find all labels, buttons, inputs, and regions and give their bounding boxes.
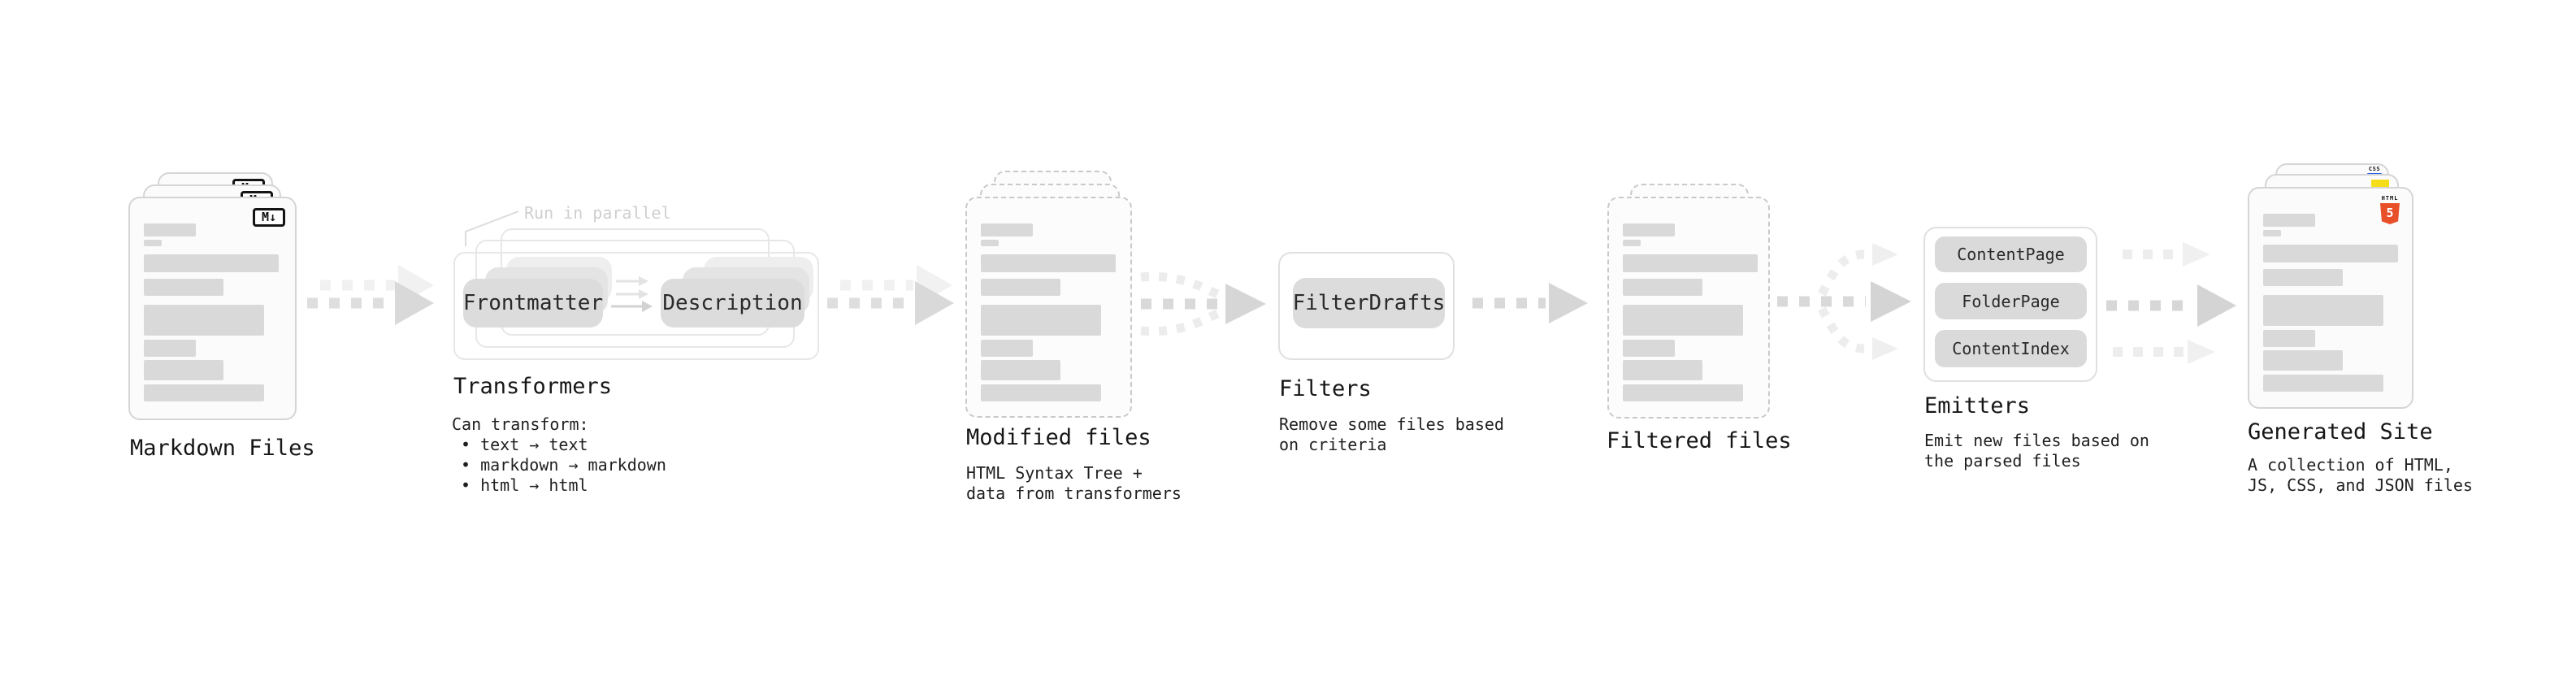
contentindex-pill: ContentIndex [1935, 330, 2087, 367]
contentpage-pill: ContentPage [1935, 236, 2087, 272]
stage-title-markdown-files: Markdown Files [130, 436, 315, 461]
modified-file-card-front [965, 197, 1132, 418]
frontmatter-pill: Frontmatter [463, 279, 603, 327]
folderpage-pill: FolderPage [1935, 283, 2087, 319]
stage-title-generated-site: Generated Site [2248, 419, 2433, 445]
caption-line: Remove some files based [1279, 414, 1504, 434]
transformers-caption: Can transform: • text → text • markdown … [452, 414, 666, 496]
generated-site-caption: A collection of HTML, JS, CSS, and JSON … [2248, 455, 2473, 496]
caption-line: HTML Syntax Tree + [966, 463, 1143, 483]
caption-line: Emit new files based on [1924, 431, 2149, 450]
stage-title-modified-files: Modified files [966, 425, 1151, 450]
arrow-filters-to-filtered [1472, 283, 1588, 323]
arrow-filtered-to-emitters [1777, 243, 1911, 360]
caption-line: • text → text [461, 435, 588, 454]
filters-caption: Remove some files based on criteria [1279, 414, 1504, 455]
stage-title-emitters: Emitters [1924, 393, 2031, 419]
caption-line: on criteria [1279, 435, 1387, 454]
placeholder-text-bars [981, 223, 1116, 401]
transformer-parallel-arrows [611, 276, 653, 312]
caption-line: data from transformers [966, 484, 1182, 503]
caption-line: Can transform: [452, 414, 589, 434]
placeholder-text-bars [144, 223, 279, 401]
modified-files-caption: HTML Syntax Tree + data from transformer… [966, 463, 1182, 504]
caption-line: A collection of HTML, [2248, 455, 2453, 475]
caption-line: • html → html [461, 475, 588, 495]
html5-icon: HTML 5 [2379, 195, 2400, 224]
site-file-card-html: HTML 5 [2248, 187, 2413, 409]
placeholder-text-bars [2263, 214, 2398, 392]
transformer-frame-front [453, 252, 819, 360]
description-pill: Description [661, 279, 804, 327]
run-in-parallel-callout-line [465, 210, 519, 246]
caption-line: JS, CSS, and JSON files [2248, 475, 2473, 495]
stage-title-filters: Filters [1279, 376, 1372, 401]
emitters-caption: Emit new files based on the parsed files [1924, 431, 2149, 471]
arrow-modified-to-filters [1140, 271, 1266, 336]
caption-line: the parsed files [1924, 451, 2081, 471]
arrow-emitters-to-site [2106, 242, 2236, 364]
caption-line: • markdown → markdown [461, 455, 666, 475]
run-in-parallel-annotation: Run in parallel [524, 203, 671, 223]
filterdrafts-pill: FilterDrafts [1293, 278, 1445, 328]
markdown-icon: M↓ [253, 208, 285, 227]
markdown-file-card-front: M↓ [128, 197, 297, 420]
arrow-markdown-to-transformers [307, 265, 434, 325]
stage-title-filtered-files: Filtered files [1607, 428, 1792, 453]
filtered-file-card-front [1607, 197, 1770, 419]
placeholder-text-bars [1623, 223, 1758, 401]
stage-title-transformers: Transformers [453, 374, 613, 399]
arrow-transformers-to-modified [827, 265, 954, 325]
